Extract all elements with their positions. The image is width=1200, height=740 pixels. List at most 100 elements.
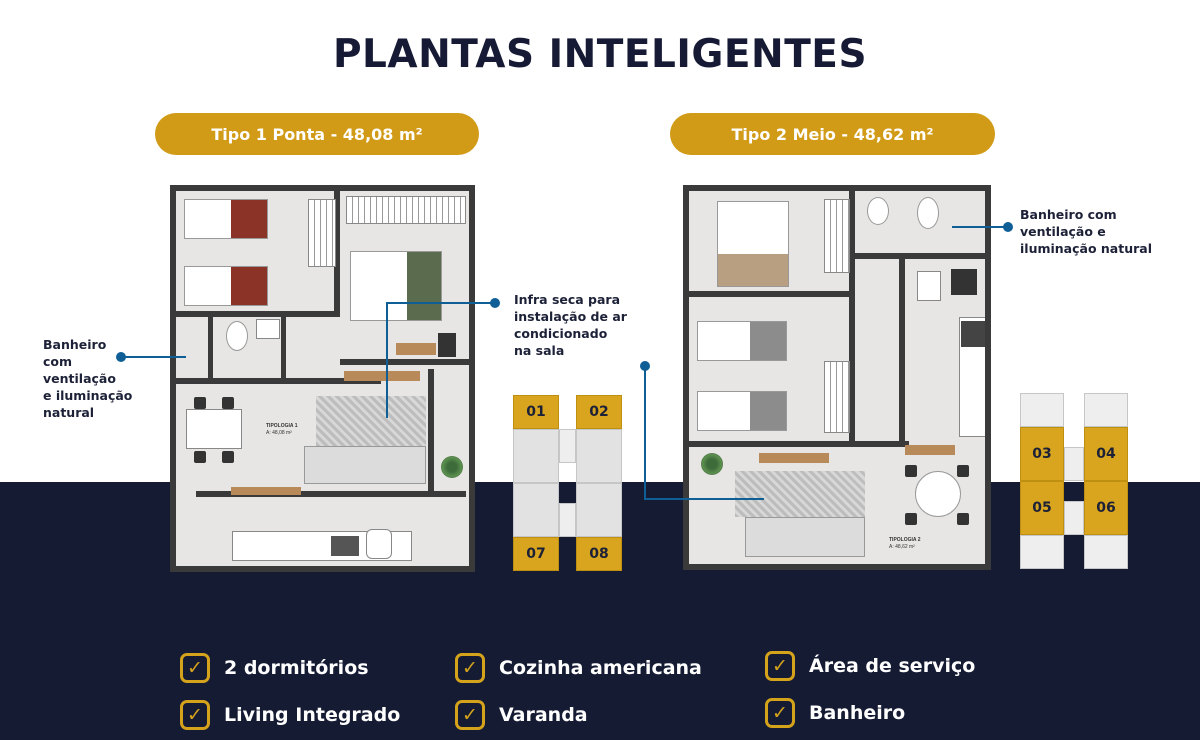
dining-chair	[905, 513, 917, 525]
wall	[196, 491, 466, 497]
plan-typology-label: TIPOLOGIA 1	[266, 423, 298, 429]
unit-cell	[1020, 393, 1064, 427]
checkbox-check-icon: ✓	[455, 700, 485, 730]
callout-line: Banheiro com	[1020, 207, 1117, 222]
single-bed	[697, 391, 787, 431]
checkbox-check-icon: ✓	[765, 651, 795, 681]
washing-machine	[951, 269, 977, 295]
callout-dot-icon	[1003, 222, 1013, 232]
closet	[308, 199, 336, 267]
living-rug	[735, 471, 865, 517]
callout-leader-line	[644, 366, 646, 500]
feature-item: ✓ Varanda	[455, 700, 588, 730]
feature-item: ✓ Living Integrado	[180, 700, 400, 730]
double-bed	[350, 251, 442, 321]
unit-cell-07: 07	[513, 537, 559, 571]
callout-leader-line	[386, 302, 388, 418]
callout-line: ventilação	[43, 371, 116, 386]
unit-cell	[1084, 535, 1128, 569]
counter-top	[905, 445, 955, 455]
floor-plan-type-2: TIPOLOGIA 2 A: 48,62 m²	[683, 185, 991, 570]
tv-unit	[344, 371, 420, 381]
wall	[689, 441, 909, 447]
callout-line: natural	[43, 405, 95, 420]
unit-cell-06: 06	[1084, 481, 1128, 535]
floor-plan-type-1: TIPOLOGIA 1 A: 48,08 m²	[170, 185, 475, 572]
dining-table	[186, 409, 242, 449]
unit-block-right: 03 04 05 06	[1020, 393, 1128, 571]
feature-item: ✓ Banheiro	[765, 698, 905, 728]
unit-cell	[1064, 501, 1084, 535]
callout-line: instalação de ar	[514, 309, 627, 324]
chair	[438, 333, 456, 357]
feature-label: Cozinha americana	[499, 657, 702, 679]
toilet	[917, 197, 939, 229]
wall	[689, 291, 855, 297]
callout-dot-icon	[116, 352, 126, 362]
unit-cell	[1020, 535, 1064, 569]
unit-cell-01: 01	[513, 395, 559, 429]
bench	[231, 487, 301, 495]
dining-chair	[222, 451, 234, 463]
callout-leader-line	[952, 226, 1006, 228]
cooktop	[331, 536, 359, 556]
wall	[855, 253, 985, 259]
plan-type-2-label: Tipo 2 Meio - 48,62 m²	[670, 113, 995, 155]
laundry-sink	[917, 271, 941, 301]
sink	[256, 319, 280, 339]
single-bed	[184, 199, 268, 239]
callout-line: ventilação e	[1020, 224, 1106, 239]
callout-leader-line	[124, 356, 186, 358]
feature-item: ✓ 2 dormitórios	[180, 653, 369, 683]
callout-line: condicionado	[514, 326, 608, 341]
unit-cell	[513, 483, 559, 537]
plan-area-label: A: 48,08 m²	[266, 430, 292, 436]
living-rug	[316, 396, 426, 454]
wall	[208, 317, 213, 379]
callout-leader-line	[386, 302, 492, 304]
unit-cell-08: 08	[576, 537, 622, 571]
callout-line: na sala	[514, 343, 565, 358]
unit-cell-05: 05	[1020, 481, 1064, 535]
checkbox-check-icon: ✓	[180, 700, 210, 730]
dining-chair	[957, 465, 969, 477]
closet	[824, 361, 850, 433]
tv-unit	[759, 453, 829, 463]
callout-bathroom-plan-1: Banheiro com ventilação e iluminação nat…	[43, 336, 132, 421]
unit-cell-03: 03	[1020, 427, 1064, 481]
wall	[176, 378, 381, 384]
callout-line: e iluminação	[43, 388, 133, 403]
plan-type-1-label: Tipo 1 Ponta - 48,08 m²	[155, 113, 479, 155]
plan-typology-label: TIPOLOGIA 2	[889, 537, 921, 543]
callout-line: iluminação natural	[1020, 241, 1152, 256]
callout-leader-line	[644, 498, 764, 500]
plan-area-label: A: 48,62 m²	[889, 544, 915, 550]
single-bed	[184, 266, 268, 306]
feature-item: ✓ Cozinha americana	[455, 653, 702, 683]
round-dining-table	[915, 471, 961, 517]
unit-cell	[559, 503, 576, 537]
closet	[346, 196, 466, 224]
sofa	[304, 446, 426, 484]
cooktop	[961, 321, 985, 347]
unit-cell	[1064, 447, 1084, 481]
unit-block-left: 01 02 07 08	[513, 395, 623, 573]
feature-item: ✓ Área de serviço	[765, 651, 975, 681]
washing-machine	[366, 529, 392, 559]
callout-dot-icon	[490, 298, 500, 308]
checkbox-check-icon: ✓	[455, 653, 485, 683]
unit-cell	[576, 483, 622, 537]
feature-label: Banheiro	[809, 702, 906, 724]
wall	[849, 191, 855, 441]
wall	[899, 253, 905, 441]
toilet	[226, 321, 248, 351]
dining-chair	[194, 397, 206, 409]
wall	[281, 317, 286, 379]
feature-label: Living Integrado	[224, 704, 401, 726]
unit-cell-02: 02	[576, 395, 622, 429]
feature-label: Área de serviço	[809, 655, 976, 677]
plant	[441, 456, 463, 478]
plant	[701, 453, 723, 475]
callout-bathroom-plan-2: Banheiro com ventilação e iluminação nat…	[1020, 206, 1152, 257]
callout-line: Infra seca para	[514, 292, 621, 307]
